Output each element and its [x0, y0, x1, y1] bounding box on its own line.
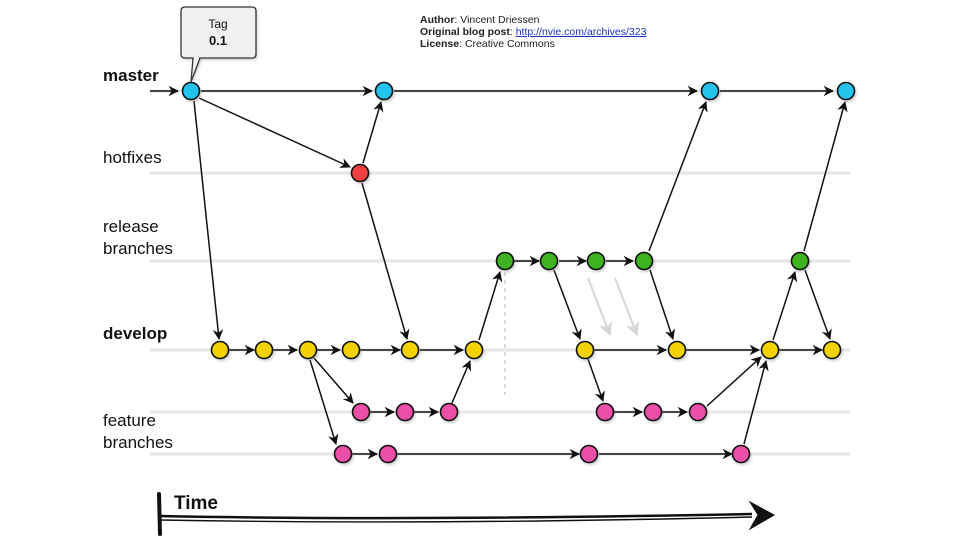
commit-hotfixes	[350, 163, 370, 183]
commit-develop	[254, 340, 274, 360]
edge	[706, 356, 762, 407]
edge	[309, 359, 339, 446]
commit-feature2	[731, 444, 751, 464]
commit-develop	[760, 340, 780, 360]
edge	[478, 270, 503, 341]
author-line: Author: Vincent Driessen	[420, 14, 540, 26]
edge	[803, 100, 848, 252]
commit-master	[181, 81, 201, 101]
edge	[743, 359, 769, 445]
edge	[649, 269, 675, 340]
commit-release	[586, 251, 606, 271]
edge	[553, 269, 582, 340]
edge	[772, 271, 798, 341]
commit-nodes	[181, 81, 857, 465]
commit-develop	[210, 340, 230, 360]
commit-edges	[150, 85, 848, 460]
commit-develop	[341, 340, 361, 360]
commit-feature1	[351, 402, 371, 422]
edge	[198, 97, 351, 168]
tag-callout: Tag 0.1	[180, 6, 258, 84]
edge	[361, 182, 410, 341]
lane-label-hotfixes: hotfixes	[103, 148, 162, 167]
tag-bubble	[180, 6, 257, 83]
edge	[362, 100, 384, 164]
time-axis-bar	[157, 492, 162, 536]
time-axis: Time	[157, 492, 776, 536]
time-axis-line	[159, 512, 753, 520]
commit-master	[374, 81, 394, 101]
commit-develop	[822, 340, 842, 360]
commit-release	[495, 251, 515, 271]
lane-label-master: master	[103, 66, 159, 85]
tag-title: Tag	[208, 17, 227, 31]
lane-label-release-2: branches	[103, 239, 173, 258]
lane-label-develop: develop	[103, 324, 167, 343]
commit-develop	[667, 340, 687, 360]
commit-release	[790, 251, 810, 271]
edge	[587, 358, 605, 402]
blog-post-link[interactable]: http://nvie.com/archives/323	[515, 26, 647, 38]
commit-feature1	[595, 402, 615, 422]
lane-label-feature-2: branches	[103, 433, 173, 452]
commit-master	[836, 81, 856, 101]
edge	[451, 360, 472, 404]
commit-feature1	[439, 402, 459, 422]
license-line: License: Creative Commons	[420, 38, 555, 50]
edge	[193, 100, 224, 341]
lane-label-feature: feature	[103, 411, 156, 430]
credits-block: Author: Vincent Driessen Original blog p…	[420, 14, 646, 50]
commit-develop	[298, 340, 318, 360]
commit-feature2	[579, 444, 599, 464]
tag-version: 0.1	[209, 33, 227, 48]
bugfix-arrows	[587, 277, 639, 337]
commit-feature1	[395, 402, 415, 422]
commit-feature2	[333, 444, 353, 464]
commit-feature2	[378, 444, 398, 464]
edge	[648, 101, 708, 252]
edge	[313, 357, 354, 404]
blog-post-line: Original blog post: http://nvie.com/arch…	[420, 26, 647, 38]
commit-release	[634, 251, 654, 271]
bugfix-arrow	[614, 277, 639, 337]
commit-develop	[400, 340, 420, 360]
commit-release	[539, 251, 559, 271]
commit-develop	[575, 340, 595, 360]
time-label: Time	[174, 493, 218, 514]
lane-label-release: release	[103, 217, 159, 236]
lane-labels: master hotfixes release branches develop…	[103, 66, 173, 452]
commit-feature1	[688, 402, 708, 422]
commit-master	[700, 81, 720, 101]
time-arrow-head	[748, 500, 776, 531]
commit-develop	[464, 340, 484, 360]
commit-feature1	[643, 402, 663, 422]
edge	[804, 269, 832, 340]
time-axis-line	[159, 516, 753, 523]
bugfix-arrow	[587, 277, 612, 337]
